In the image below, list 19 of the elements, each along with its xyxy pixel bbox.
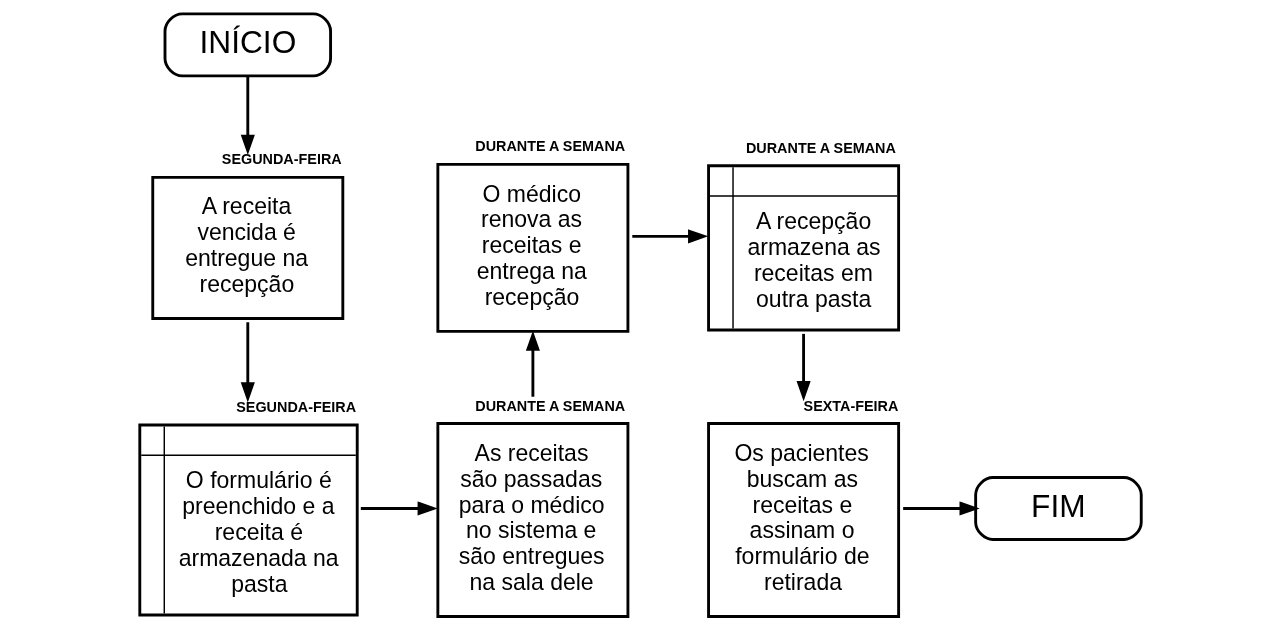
node-box: A receita vencida é entregue na recepção [151, 175, 345, 320]
arrow [632, 229, 709, 244]
arrow [240, 322, 255, 403]
arrow [796, 333, 811, 402]
node-box: O médico renova as receitas e entrega na recepção [436, 162, 630, 333]
node-label: SEGUNDA-FEIRA [236, 399, 357, 416]
node-label: SEXTA-FEIRA [803, 397, 899, 414]
node-label: SEGUNDA-FEIRA [221, 151, 342, 168]
node-box: Os pacientes buscam as receitas e assinam o formulário de retirada [707, 422, 901, 618]
node-box: FIM [974, 476, 1143, 541]
node-label: DURANTE A SEMANA [475, 138, 626, 155]
arrow [360, 501, 438, 516]
node-box: INÍCIO [163, 12, 332, 78]
node-label: DURANTE A SEMANA [475, 397, 626, 414]
arrow [525, 330, 540, 397]
node-label: DURANTE A SEMANA [745, 139, 896, 156]
arrow [903, 501, 980, 516]
node-box: As receitas são passadas para o médico no sistema e são entregues na sala dele [436, 422, 630, 618]
arrow [240, 76, 255, 155]
